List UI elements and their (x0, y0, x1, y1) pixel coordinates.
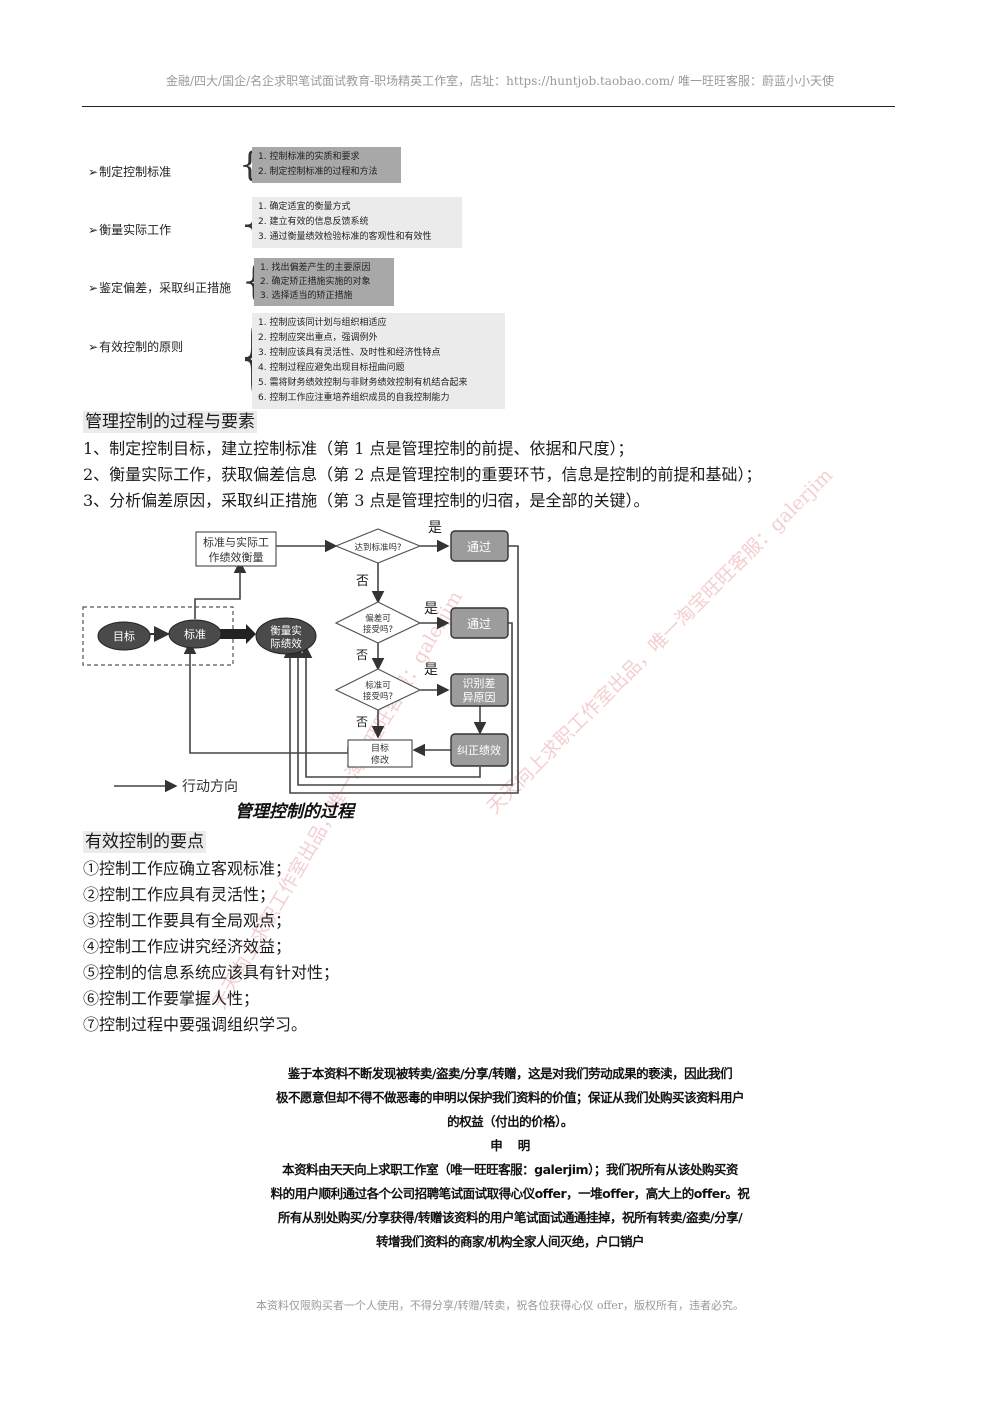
list-item: 1. 控制应该同计划与组织相适应 (258, 318, 387, 328)
section-heading: 管理控制的过程与要素 (83, 411, 257, 433)
list-item: ⑥控制工作要掌握人性； (83, 989, 260, 1008)
list-item: 6. 控制工作应注重培养组织成员的自我控制能力 (258, 393, 450, 403)
topic-label: 衡量实际工作 (99, 223, 172, 237)
topic-measure-work: ➢衡量实际工作 (88, 221, 171, 238)
topic-effective-principles: ➢有效控制的原则 (88, 338, 183, 355)
list-item: ③控制工作要具有全局观点； (83, 911, 292, 930)
list-item: 1. 找出偏差产生的主要原因 (260, 263, 371, 273)
goal-label: 目标 (113, 629, 135, 643)
list-item: 5. 需将财务绩效控制与非财务绩效控制有机结合起来 (258, 378, 468, 388)
topic-items-box: 1. 确定适宜的衡量方式 2. 建立有效的信息反馈系统 3. 通过衡量绩效检验标… (252, 197, 462, 248)
decision-deviation-acceptable (334, 601, 422, 644)
list-item: 2. 确定矫正措施实施的对象 (260, 277, 371, 287)
topic-identify-deviation: ➢鉴定偏差，采取纠正措施 (88, 279, 231, 296)
notice-line: 鉴于本资料不断发现被转卖/盗卖/分享/转赠，这是对我们劳动成果的亵渎，因此我们 (287, 1066, 733, 1081)
notice-line: 的权益（付出的价格）。 (447, 1114, 573, 1129)
header-divider (82, 106, 895, 107)
identify-label-2: 异原因 (463, 691, 496, 704)
list-item: ①控制工作应确立客观标准； (83, 859, 292, 878)
yes-label: 是 (428, 520, 442, 536)
list-item: 3. 控制应该具有灵活性、及时性和经济性特点 (258, 348, 441, 358)
text-line: 1、制定控制目标，建立控制标准（第 1 点是管理控制的前提、依据和尺度）； (83, 439, 634, 458)
topic-items-box: 1. 找出偏差产生的主要原因 2. 确定矫正措施实施的对象 3. 选择适当的矫正… (254, 258, 394, 306)
watermark: 天天向上求职工作室出品，唯一淘宝旺旺客服：galerjim (482, 464, 838, 819)
notice-line: 转增我们资料的商家/机构全家人间灭绝，户口销户 (375, 1234, 645, 1249)
topic-items-box: 1. 控制应该同计划与组织相适应 2. 控制应突出重点，强调例外 3. 控制应该… (252, 313, 505, 409)
performance-node (255, 617, 317, 655)
performance-label-1: 衡量实 (270, 624, 302, 637)
no-label: 否 (356, 574, 369, 589)
notice-line: 所有从别处购买/分享获得/转赠该资料的用户笔试面试通通挂掉，祝所有转卖/盗卖/分… (277, 1210, 743, 1225)
list-item: 1. 控制标准的实质和要求 (258, 152, 360, 162)
decision-label-q2-2: 接受吗? (363, 624, 393, 635)
arrow-icon: ➢ (88, 223, 99, 237)
goal-node (97, 621, 151, 651)
list-item: 4. 控制过程应避免出现目标扭曲问题 (258, 363, 405, 373)
notice-title: 申 明 (490, 1138, 530, 1153)
list-item: 3. 通过衡量绩效检验标准的客观性和有效性 (258, 232, 432, 242)
list-item: 2. 控制应突出重点，强调例外 (258, 333, 378, 343)
topic-label: 鉴定偏差，采取纠正措施 (99, 281, 232, 295)
page-footer: 本资料仅限购买者一个人使用，不得分享/转赠/转卖，祝各位获得心仪 offer，版… (255, 1299, 745, 1312)
decision-label: 达到标准吗? (354, 542, 401, 553)
topic-set-standard: ➢制定控制标准 (88, 163, 171, 180)
yes-label: 是 (424, 662, 438, 678)
pass-box (450, 607, 509, 639)
notice-block: 鉴于本资料不断发现被转卖/盗卖/分享/转赠，这是对我们劳动成果的亵渎，因此我们 … (200, 1062, 820, 1254)
text-line: 3、分析偏差原因，采取纠正措施（第 3 点是管理控制的归宿，是全部的关键）。 (83, 491, 650, 510)
pass-label: 通过 (467, 540, 491, 554)
measure-box (195, 531, 277, 567)
pass-label: 通过 (467, 617, 491, 631)
topic-label: 制定控制标准 (99, 165, 172, 179)
list-item: 3. 选择适当的矫正措施 (260, 291, 353, 301)
correct-label: 纠正绩效 (457, 743, 501, 757)
topic-label: 有效控制的原则 (99, 340, 184, 354)
decision-label-q3-2: 接受吗? (363, 691, 393, 702)
section-heading: 有效控制的要点 (83, 831, 206, 853)
standard-node (168, 619, 222, 649)
list-item: ⑤控制的信息系统应该具有针对性； (83, 963, 340, 982)
decision-meets-standard (334, 528, 422, 564)
modify-goal-box (347, 739, 413, 768)
yes-label: 是 (424, 601, 438, 617)
list-item: ②控制工作应具有灵活性； (83, 885, 276, 904)
identify-label-1: 识别差 (463, 676, 496, 690)
arrow-icon: ➢ (88, 281, 99, 295)
list-item: 2. 建立有效的信息反馈系统 (258, 217, 369, 227)
decision-standard-acceptable (334, 668, 422, 711)
decision-label-q2-1: 偏差可 (365, 613, 391, 624)
diagram-caption: 管理控制的过程 (235, 802, 357, 822)
modify-label-1: 目标 (371, 742, 389, 754)
legend-label: 行动方向 (182, 779, 238, 795)
list-item: 2. 制定控制标准的过程和方法 (258, 167, 378, 177)
correct-performance-box (450, 733, 509, 767)
arrow-icon: ➢ (88, 165, 99, 179)
topic-items-box: 1. 控制标准的实质和要求 2. 制定控制标准的过程和方法 (252, 147, 401, 183)
notice-line: 本资料由天天向上求职工作室（唯一旺旺客服：galerjim）；我们祝所有从该处购… (282, 1162, 738, 1177)
list-item: 1. 确定适宜的衡量方式 (258, 202, 351, 212)
decision-label-q3-1: 标准可 (365, 680, 391, 691)
no-label: 否 (356, 715, 368, 729)
measure-box-label-1: 标准与实际工 (203, 535, 269, 549)
arrow-icon: ➢ (88, 340, 99, 354)
pass-box (450, 530, 509, 562)
page-header: 金融/四大/国企/名企求职笔试面试教育-职场精英工作室，店址：https://h… (165, 74, 835, 88)
performance-label-2: 际绩效 (270, 637, 302, 650)
identify-cause-box (450, 673, 509, 707)
list-item: ⑦控制过程中要强调组织学习。 (83, 1015, 308, 1034)
control-process-diagram: 标准与实际工 作绩效衡量 目标 标准 衡量实 际绩效 达到标准吗? 偏差可 接受… (82, 520, 519, 822)
no-label: 否 (356, 648, 368, 662)
notice-line: 极不愿意但却不得不做恶毒的申明以保护我们资料的价值；保证从我们处购买该资料用户 (275, 1090, 745, 1105)
list-item: ④控制工作应讲究经济效益； (83, 937, 292, 956)
modify-label-2: 修改 (371, 754, 389, 766)
text-line: 2、衡量实际工作，获取偏差信息（第 2 点是管理控制的重要环节，信息是控制的前提… (83, 465, 762, 484)
notice-line: 料的用户顺利通过各个公司招聘笔试面试取得心仪offer，一堆offer，高大上的… (270, 1186, 750, 1201)
measure-box-label-2: 作绩效衡量 (209, 550, 264, 564)
standard-label: 标准 (184, 627, 206, 641)
